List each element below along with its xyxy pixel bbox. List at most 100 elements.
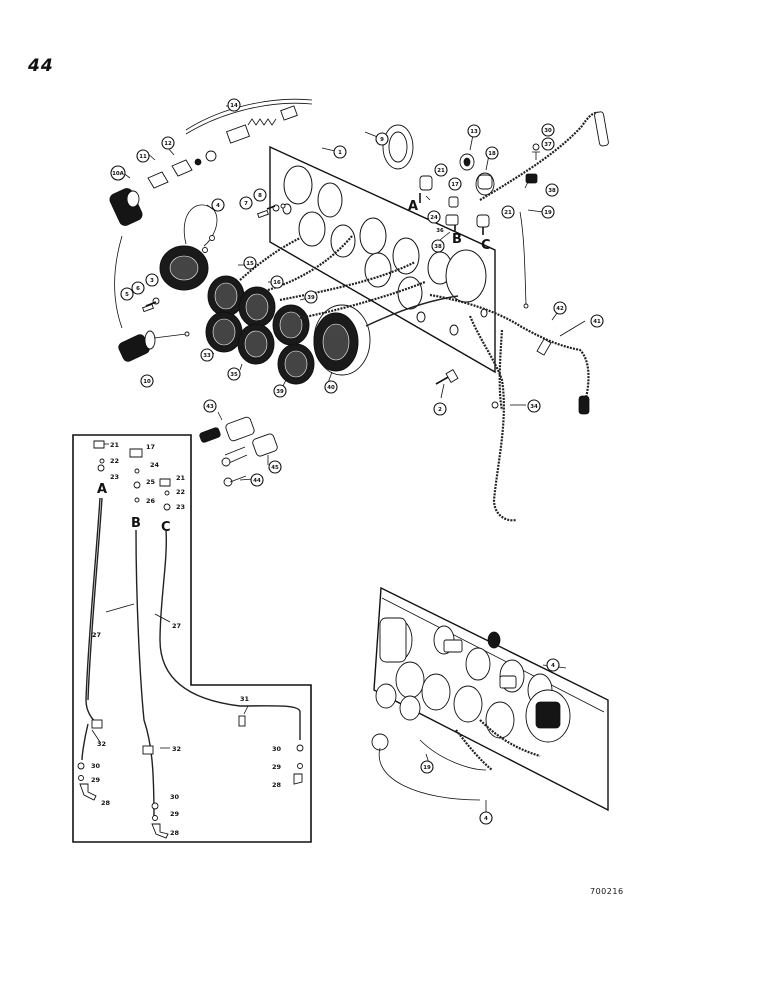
svg-text:19: 19	[544, 210, 552, 216]
svg-text:30: 30	[170, 793, 180, 801]
callout: 14	[227, 98, 241, 112]
bezel-ring	[382, 124, 414, 170]
sender-fittings	[419, 143, 540, 235]
callout: 21	[434, 163, 448, 177]
callout: 37	[541, 137, 555, 151]
inset-letter-a: A	[97, 482, 107, 497]
callout: 41	[590, 314, 604, 328]
leader-lines	[121, 105, 586, 481]
svg-text:39: 39	[307, 295, 315, 301]
svg-text:26: 26	[146, 497, 156, 505]
svg-text:15: 15	[246, 261, 254, 267]
callout: 44	[250, 473, 264, 487]
inset-letter-c: C	[161, 520, 171, 535]
svg-text:31: 31	[240, 695, 250, 703]
svg-text:5: 5	[125, 292, 129, 298]
svg-text:32: 32	[97, 740, 106, 748]
svg-text:12: 12	[164, 141, 172, 147]
svg-text:17: 17	[146, 443, 155, 451]
callout: 18	[485, 146, 499, 160]
callout-markers: 1 9 14 12 11 10A 4 7 8 3 6 5 10 15 16 39…	[110, 98, 604, 825]
callout: 39	[273, 384, 287, 398]
svg-text:28: 28	[272, 781, 282, 789]
callout: 4	[546, 658, 560, 672]
svg-text:23: 23	[110, 473, 119, 481]
callout: 21	[501, 205, 515, 219]
svg-text:24: 24	[430, 215, 438, 221]
svg-text:21: 21	[437, 168, 445, 174]
callout: 8	[253, 188, 267, 202]
tube-letter-markers: A B C A B C	[97, 199, 491, 535]
callout: 30	[541, 123, 555, 137]
svg-text:39: 39	[276, 389, 284, 395]
callout: 24	[427, 210, 441, 224]
callout: 7	[239, 196, 253, 210]
svg-text:8: 8	[258, 193, 262, 199]
callout: 19	[541, 205, 555, 219]
svg-text:41: 41	[593, 319, 601, 325]
svg-text:23: 23	[176, 503, 185, 511]
callout: 16	[270, 275, 284, 289]
svg-text:25: 25	[146, 478, 156, 486]
callout: 4	[479, 811, 493, 825]
svg-text:16: 16	[273, 280, 281, 286]
svg-text:38: 38	[434, 244, 442, 250]
key-switches	[199, 416, 278, 487]
svg-text:34: 34	[530, 404, 538, 410]
svg-text:30: 30	[272, 745, 282, 753]
svg-text:6: 6	[136, 286, 140, 292]
callout: 3	[145, 273, 159, 287]
svg-text:21: 21	[176, 474, 186, 482]
callout: 10A	[110, 165, 126, 181]
callout: 35	[227, 367, 241, 381]
svg-text:42: 42	[556, 306, 564, 312]
light-switch-knob-parts	[109, 159, 193, 226]
svg-text:2: 2	[438, 407, 442, 413]
svg-text:36: 36	[436, 228, 444, 234]
svg-text:30: 30	[91, 762, 101, 770]
svg-text:29: 29	[170, 810, 180, 818]
svg-text:45: 45	[271, 465, 279, 471]
callout: 34	[527, 399, 541, 413]
callout: 12	[161, 136, 175, 150]
letter-a: A	[408, 199, 418, 214]
svg-text:27: 27	[92, 631, 101, 639]
inset-letter-b: B	[131, 516, 141, 531]
svg-text:4: 4	[551, 663, 555, 669]
svg-text:18: 18	[488, 151, 496, 157]
svg-text:11: 11	[139, 154, 147, 160]
svg-text:10A: 10A	[112, 171, 125, 177]
callout: 5	[120, 287, 134, 301]
svg-text:30: 30	[544, 128, 552, 134]
svg-text:17: 17	[451, 182, 459, 188]
tube-inset	[72, 434, 312, 843]
svg-text:19: 19	[423, 765, 431, 771]
page-number: 44	[28, 56, 54, 76]
svg-text:1: 1	[338, 150, 342, 156]
indicator-lamp	[114, 235, 190, 362]
callout: 9	[375, 132, 389, 146]
svg-text:24: 24	[150, 461, 160, 469]
callout: 43	[203, 399, 217, 413]
callout: 11	[136, 149, 150, 163]
callout: 17	[448, 177, 462, 191]
wiring-harness	[429, 111, 609, 522]
callout: 42	[553, 301, 567, 315]
tachometer	[313, 295, 459, 376]
throttle-cable-assembly	[185, 98, 313, 166]
callout: 4	[211, 198, 225, 212]
svg-text:38: 38	[548, 188, 556, 194]
svg-text:7: 7	[244, 201, 248, 207]
svg-text:27: 27	[172, 622, 181, 630]
svg-text:28: 28	[170, 829, 180, 837]
svg-text:10: 10	[143, 379, 151, 385]
callout: 45	[268, 460, 282, 474]
svg-text:28: 28	[101, 799, 111, 807]
svg-text:29: 29	[272, 763, 282, 771]
gauge-cluster	[205, 275, 315, 385]
svg-text:33: 33	[203, 353, 211, 359]
callout: 10	[140, 374, 154, 388]
callout: 36	[436, 228, 444, 234]
